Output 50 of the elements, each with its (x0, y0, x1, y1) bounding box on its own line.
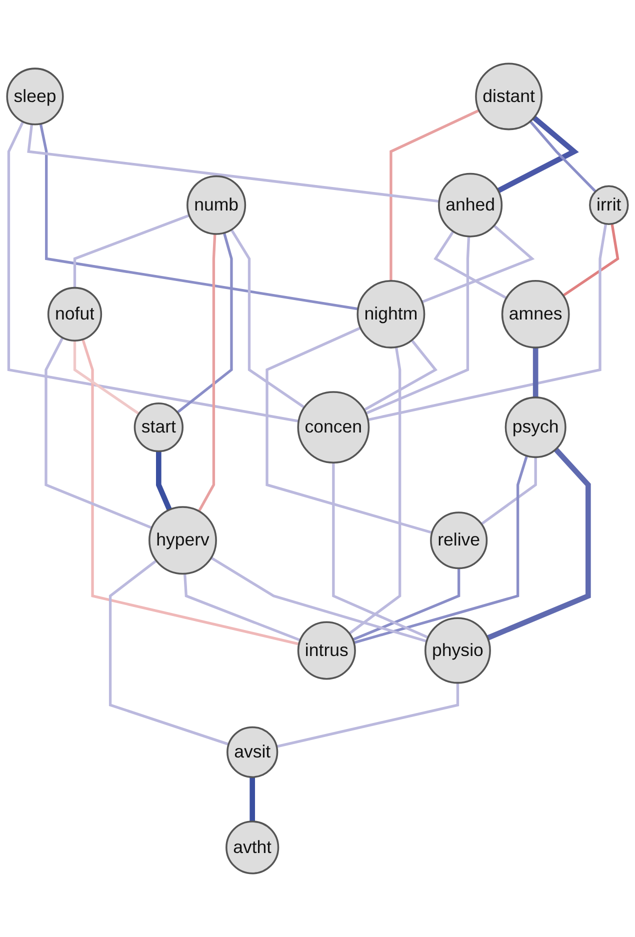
connector (250, 777, 255, 822)
node-circle: concen (297, 391, 370, 464)
connector (198, 234, 216, 512)
node-circle: avsit (226, 726, 278, 778)
connector (332, 462, 429, 639)
connector (365, 236, 470, 415)
connector (421, 224, 535, 304)
node-circle: nofut (47, 286, 102, 342)
connector (276, 682, 460, 748)
connector (266, 326, 432, 534)
connector (364, 339, 438, 412)
connector (496, 116, 579, 194)
connector (352, 568, 460, 641)
connector (73, 214, 190, 288)
connector (210, 556, 428, 643)
connector (82, 339, 300, 646)
node-circle: avtht (226, 820, 280, 874)
connector (230, 229, 306, 408)
connector (27, 124, 440, 203)
connector (354, 455, 528, 644)
connector (348, 346, 402, 635)
node-circle: irrit (589, 185, 629, 225)
connector (176, 232, 233, 414)
node-circle: distant (475, 62, 543, 130)
connector (108, 560, 230, 746)
node-circle: psych (504, 396, 566, 458)
connector (156, 451, 172, 511)
connector (562, 224, 620, 297)
connector (486, 448, 591, 640)
node-circle: amnes (501, 280, 570, 348)
connector (44, 337, 152, 530)
connector (390, 109, 480, 281)
node-circle: sleep (6, 68, 64, 126)
connector (39, 124, 358, 310)
connector (532, 348, 538, 398)
node-circle: intrus (297, 621, 356, 680)
connector (529, 120, 597, 192)
node-circle: start (134, 402, 184, 452)
connector (480, 457, 537, 526)
connector (434, 230, 508, 300)
connector (183, 574, 301, 642)
node-circle: relive (430, 512, 488, 570)
node-circle: numb (186, 175, 246, 235)
connector (7, 121, 299, 422)
connector (73, 340, 140, 415)
node-circle: hyperv (148, 506, 217, 575)
node-circle: nightm (356, 280, 426, 348)
node-circle: anhed (438, 172, 503, 238)
node-circle: physio (424, 617, 491, 684)
connector (368, 224, 608, 422)
